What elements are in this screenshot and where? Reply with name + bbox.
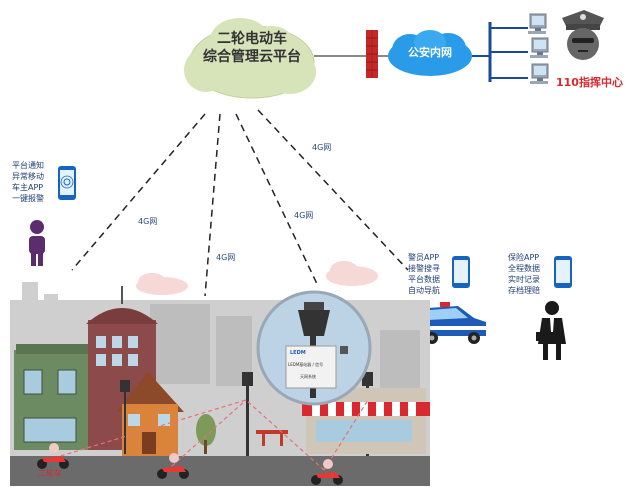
owner-app-list: 平台通知 异常移动 车主APP 一键报警 — [12, 160, 44, 204]
device-brand: LEDM — [290, 350, 306, 356]
police-network-cloud — [388, 30, 472, 76]
insurance-app-item: 实时记录 — [508, 275, 540, 284]
firewall-icon — [366, 30, 378, 78]
scooter-icon — [311, 459, 343, 485]
ev-label: 二轮车 — [38, 469, 62, 478]
police-app-item: 自动导航 — [408, 286, 440, 295]
road — [10, 456, 430, 486]
insurance-phone-icon — [554, 256, 572, 288]
device-magnifier — [256, 290, 372, 406]
network-label: 4G网 — [294, 211, 314, 220]
police-app-item: 接警搜寻 — [408, 264, 440, 273]
platform-title: 二轮电动车 综合管理云平台 — [188, 30, 316, 66]
network-label: 4G网 — [216, 253, 236, 262]
platform-title-line1: 二轮电动车 — [217, 31, 287, 47]
platform-cloud — [184, 18, 316, 99]
police-car-icon — [418, 302, 486, 344]
insurance-app-list: 保险APP 全程数据 实时记录 存档理赔 — [508, 252, 540, 296]
owner-app-item: 车主APP — [12, 183, 44, 192]
tree — [196, 414, 216, 454]
platform-title-line2: 综合管理云平台 — [203, 49, 301, 65]
device-line2: 天网系统 — [300, 374, 316, 379]
network-bus — [488, 22, 528, 82]
police-app-item: 平台数据 — [408, 275, 440, 284]
street-lamp — [120, 380, 130, 454]
police-officer-icon — [562, 10, 604, 60]
insurance-app-item: 保险APP — [508, 253, 540, 262]
owner-app-item: 平台通知 — [12, 161, 44, 170]
scooter-icon — [37, 443, 69, 469]
insurance-app-item: 存档理赔 — [508, 286, 540, 295]
green-house — [14, 344, 96, 450]
orange-house — [116, 372, 184, 456]
command-center-label: 110指挥中心 — [556, 76, 623, 89]
insurance-agent-icon — [536, 301, 566, 360]
monitor-icon — [528, 13, 547, 34]
4g-links — [71, 109, 409, 297]
police-app-item: 警员APP — [408, 253, 440, 262]
owner-app-item: 一键报警 — [12, 194, 44, 203]
owner-app-item: 异常移动 — [12, 172, 44, 181]
insurance-app-item: 全程数据 — [508, 264, 540, 273]
picnic-table — [256, 430, 288, 446]
decorative-cloud — [136, 261, 378, 295]
monitor-icon — [530, 63, 549, 84]
device-line1: LEDM基站器 / 信号 — [288, 362, 324, 367]
police-network-label: 公安内网 — [408, 46, 452, 59]
signal-links — [53, 399, 369, 471]
owner-phone-icon — [58, 166, 76, 200]
scooter-icon — [157, 453, 189, 479]
police-app-list: 警员APP 接警搜寻 平台数据 自动导航 — [408, 252, 440, 296]
police-phone-icon — [452, 256, 470, 288]
network-label: 4G网 — [312, 143, 332, 152]
street-lamp — [242, 372, 253, 456]
monitor-icon — [530, 37, 549, 58]
owner-person-icon — [29, 220, 45, 266]
network-label: 4G网 — [138, 217, 158, 226]
